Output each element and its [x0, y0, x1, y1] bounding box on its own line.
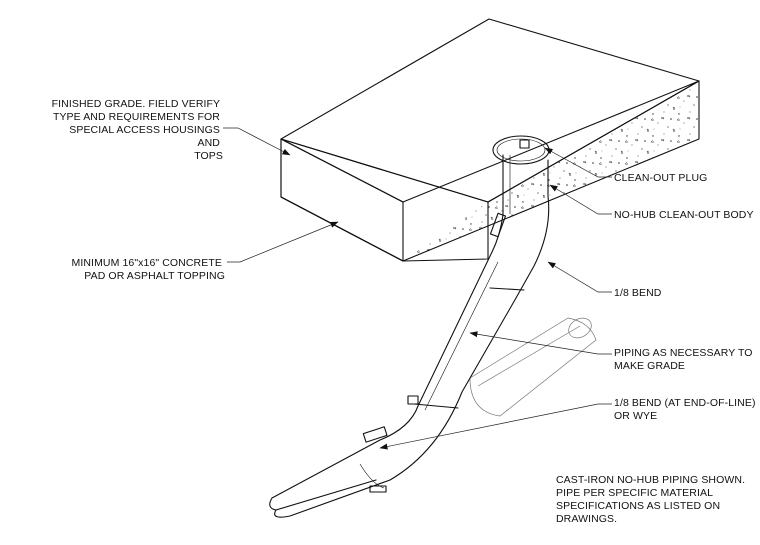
pad-front-top-edge	[402, 80, 700, 203]
outlet-pipe-joint	[359, 463, 385, 489]
cleanout-opening-inner	[496, 138, 546, 162]
concrete-pad	[280, 18, 700, 262]
pad-left-top-edge	[280, 138, 404, 203]
clean-out-plug-shape	[519, 139, 530, 149]
coupling-upper	[489, 287, 525, 291]
label-note: CAST-IRON NO-HUB PIPING SHOWN. PIPE PER …	[556, 474, 748, 525]
leader-piping	[469, 331, 612, 355]
horizontal-pipe	[469, 317, 597, 417]
label-finished-grade: FINISHED GRADE. FIELD VERIFY TYPE AND RE…	[52, 98, 223, 162]
riser-right-wall	[515, 159, 550, 299]
outlet-pipe-upper	[269, 439, 381, 511]
hub-band-bend	[362, 426, 388, 443]
coupling-lower	[413, 403, 459, 409]
outlet-pipe-lower	[274, 479, 391, 518]
leaders	[223, 127, 612, 450]
label-no-hub-body: NO-HUB CLEAN-OUT BODY	[614, 209, 754, 221]
label-eighth-bend-wye: 1/8 BEND (AT END-OF-LINE) OR WYE	[614, 397, 759, 422]
hub-band-lower	[407, 395, 419, 405]
leader-clean-out-plug	[544, 147, 612, 178]
horizontal-pipe-end	[568, 317, 592, 339]
sloped-pipe-inner-wall	[424, 261, 499, 411]
leader-eighth-bend	[547, 261, 612, 293]
pad-front-face	[280, 138, 489, 262]
label-eighth-bend: 1/8 BEND	[614, 287, 662, 299]
horizontal-pipe-centerline	[477, 325, 581, 387]
hub-band-outlet	[369, 485, 387, 493]
leader-no-hub-body	[549, 184, 612, 215]
pad-right-face	[402, 80, 700, 262]
horizontal-pipe-body	[469, 317, 597, 417]
label-concrete-pad: MINIMUM 16"x16" CONCRETE PAD OR ASPHALT …	[72, 257, 226, 282]
leader-concrete-pad	[227, 221, 339, 263]
sloped-pipe-left-wall	[379, 251, 493, 441]
leader-finished-grade	[223, 127, 291, 156]
label-piping: PIPING AS NECESSARY TO MAKE GRADE	[614, 347, 756, 372]
pad-right-face-fill	[403, 81, 699, 261]
leader-eighth-bend-wye	[379, 403, 612, 450]
cleanout-assembly	[269, 139, 550, 518]
label-clean-out-plug: CLEAN-OUT PLUG	[614, 172, 707, 184]
sloped-pipe-right-wall	[389, 297, 517, 481]
hub-band-upper	[489, 212, 507, 238]
